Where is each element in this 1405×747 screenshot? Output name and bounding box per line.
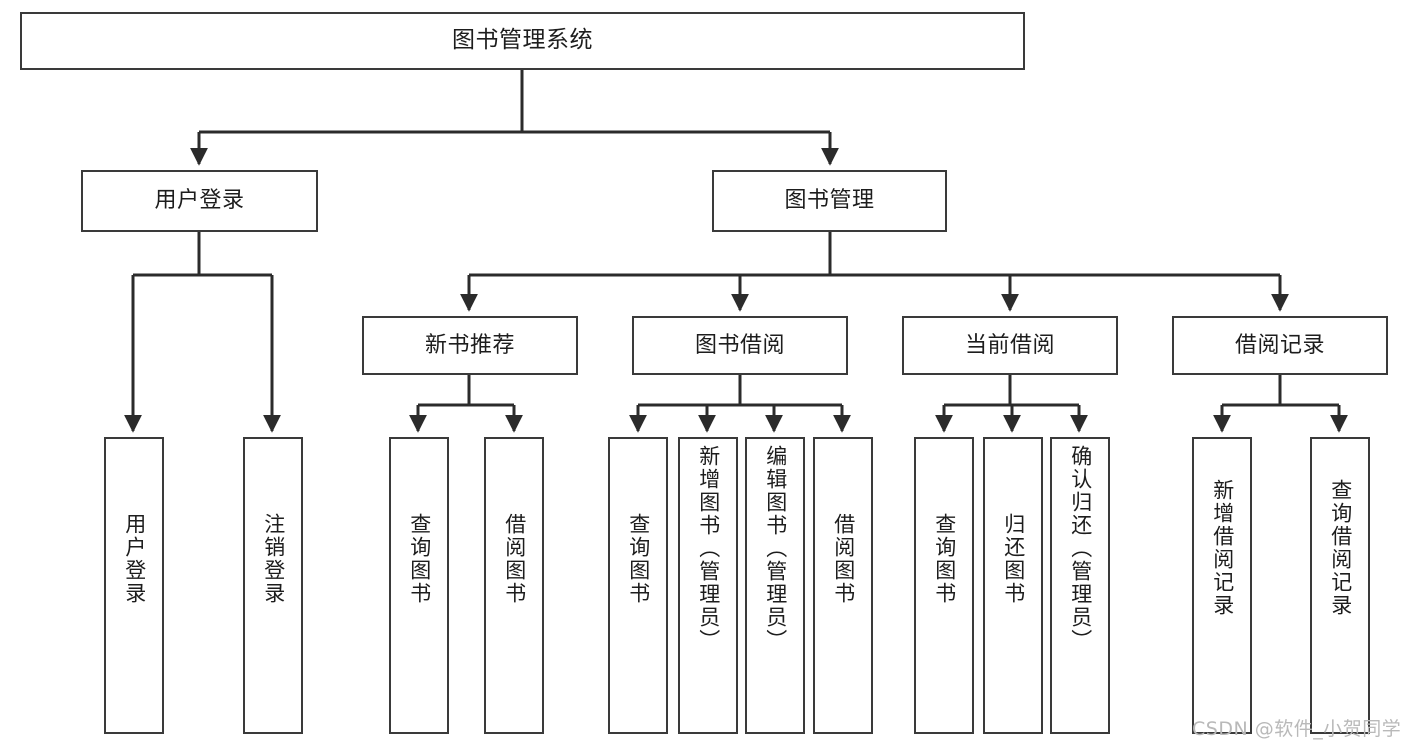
node-leaf-query-book-3[interactable]: 查询图书 (914, 437, 974, 734)
node-user-login[interactable]: 用户登录 (81, 170, 318, 232)
node-leaf-borrow-book-2[interactable]: 借阅图书 (813, 437, 873, 734)
node-leaf-add-borrow-record[interactable]: 新增借阅记录 (1192, 437, 1252, 734)
node-borrow-record[interactable]: 借阅记录 (1172, 316, 1388, 375)
node-leaf-return-book[interactable]: 归还图书 (983, 437, 1043, 734)
node-label: 编辑图书（管理员） (763, 445, 788, 652)
node-book-borrow[interactable]: 图书借阅 (632, 316, 848, 375)
node-label: 查询图书 (932, 513, 957, 605)
node-label: 用户登录 (122, 513, 147, 605)
node-label: 确认归还（管理员） (1068, 445, 1093, 652)
node-label: 图书管理系统 (452, 27, 593, 54)
node-book-management[interactable]: 图书管理 (712, 170, 947, 232)
node-leaf-add-book-admin[interactable]: 新增图书（管理员） (678, 437, 738, 734)
node-root-system[interactable]: 图书管理系统 (20, 12, 1025, 70)
node-label: 借阅图书 (502, 513, 527, 605)
node-label: 新增图书（管理员） (696, 445, 721, 652)
node-leaf-borrow-book-1[interactable]: 借阅图书 (484, 437, 544, 734)
node-label: 借阅图书 (831, 513, 856, 605)
node-leaf-query-borrow-record[interactable]: 查询借阅记录 (1310, 437, 1370, 734)
node-label: 图书管理 (784, 188, 875, 214)
node-label: 图书借阅 (694, 332, 785, 358)
node-label: 查询借阅记录 (1328, 479, 1353, 617)
node-label: 用户登录 (154, 188, 245, 214)
node-leaf-confirm-return-admin[interactable]: 确认归还（管理员） (1050, 437, 1110, 734)
node-leaf-edit-book-admin[interactable]: 编辑图书（管理员） (745, 437, 805, 734)
node-leaf-user-login[interactable]: 用户登录 (104, 437, 164, 734)
node-new-book-recommend[interactable]: 新书推荐 (362, 316, 578, 375)
node-label: 查询图书 (626, 513, 651, 605)
node-label: 查询图书 (407, 513, 432, 605)
node-label: 新增借阅记录 (1210, 479, 1235, 617)
node-label: 注销登录 (261, 513, 286, 605)
node-label: 当前借阅 (964, 332, 1055, 358)
node-label: 借阅记录 (1234, 332, 1325, 358)
node-leaf-query-book-1[interactable]: 查询图书 (389, 437, 449, 734)
node-label: 新书推荐 (424, 332, 515, 358)
node-label: 归还图书 (1001, 513, 1026, 605)
node-leaf-query-book-2[interactable]: 查询图书 (608, 437, 668, 734)
node-leaf-logout-login[interactable]: 注销登录 (243, 437, 303, 734)
csdn-watermark: CSDN @软件_小贺同学 (1192, 718, 1402, 740)
node-current-borrow[interactable]: 当前借阅 (902, 316, 1118, 375)
